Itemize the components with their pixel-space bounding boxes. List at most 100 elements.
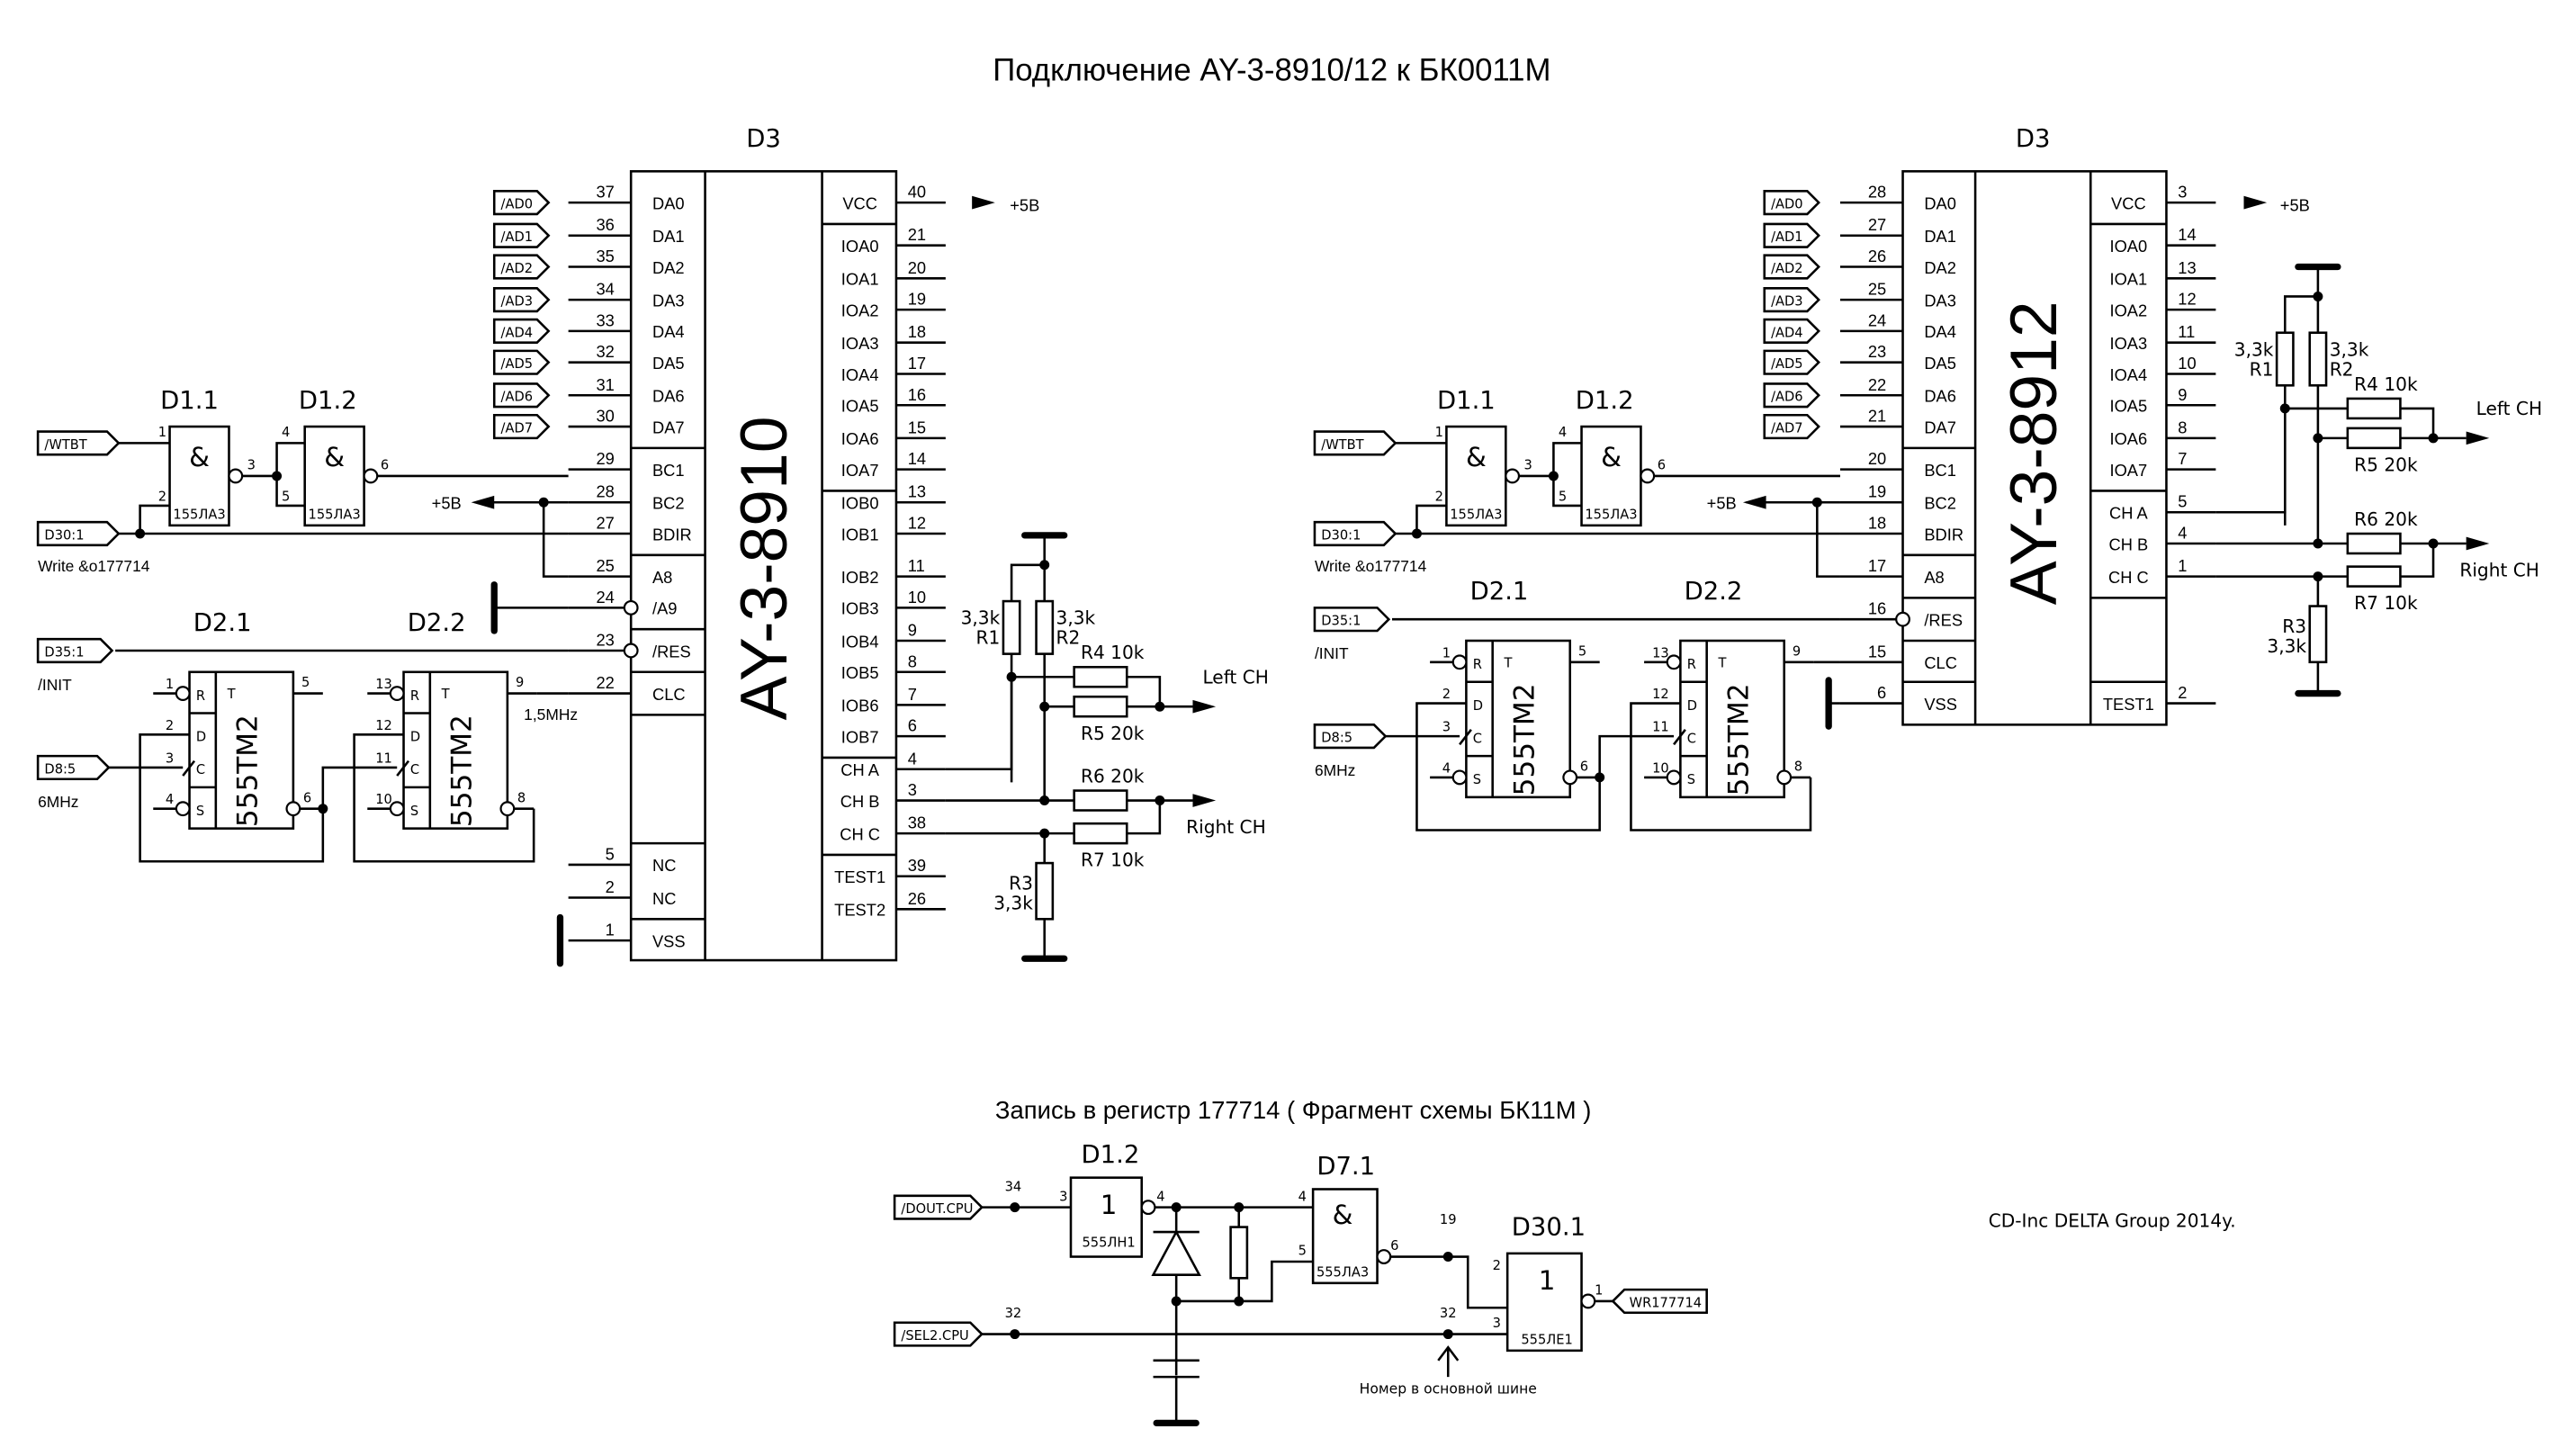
pin-name: VSS xyxy=(1924,695,1957,714)
d35-flag xyxy=(36,637,114,664)
nand-gate-d7-1 xyxy=(1311,1188,1379,1285)
pin-number: 23 xyxy=(1868,342,1886,361)
pin-number: 32 xyxy=(597,342,615,361)
wire xyxy=(1127,675,1162,707)
inverter-type: 555ЛН1 xyxy=(1082,1236,1135,1251)
inversion-bubble xyxy=(499,801,516,817)
flipflop-t-label: T xyxy=(441,687,450,702)
r2-value: 3,3k xyxy=(1056,607,1096,629)
junction-dot xyxy=(1010,1329,1020,1340)
gate-ref-d1-2: D1.2 xyxy=(1576,387,1634,415)
pin-number: 24 xyxy=(1868,310,1886,329)
pin-number: 40 xyxy=(908,183,926,202)
pin-number: 22 xyxy=(1868,375,1886,394)
and-symbol: & xyxy=(189,442,210,472)
resistor-icon xyxy=(2346,532,2402,555)
pin-number: 5 xyxy=(606,844,615,863)
nor-ref: D30.1 xyxy=(1512,1214,1586,1242)
gate-ref-d1-2: D1.2 xyxy=(299,387,357,415)
pin-number: 22 xyxy=(597,673,615,692)
wire xyxy=(1630,702,1812,831)
wr177714-flag xyxy=(1611,1288,1708,1315)
address-flag xyxy=(492,318,551,344)
resistor-icon xyxy=(1229,1226,1249,1280)
wire xyxy=(1010,563,1045,783)
left-channel-label: Left CH xyxy=(2476,398,2542,419)
pin-name: NC xyxy=(652,889,676,908)
address-flag xyxy=(1763,382,1820,409)
pin-number: 4 xyxy=(1559,425,1567,440)
junction-dot xyxy=(1010,1202,1020,1213)
flipflop-t-label: T xyxy=(1717,655,1726,670)
nand-type: 555ЛА3 xyxy=(1316,1264,1369,1280)
pin-number: 7 xyxy=(2178,449,2187,468)
junction-dot xyxy=(1442,1329,1453,1340)
inversion-bubble xyxy=(285,801,301,817)
pin-number: 8 xyxy=(2178,418,2187,436)
flipflop-input-label: R xyxy=(196,688,205,704)
pin-name: DA5 xyxy=(652,354,685,373)
pin-name: IOB1 xyxy=(841,525,879,544)
inversion-bubble xyxy=(1505,468,1521,484)
pin-name: /RES xyxy=(1924,611,1963,630)
pin-number: 3 xyxy=(247,458,256,473)
pin-name: IOB2 xyxy=(841,568,879,587)
pin-name: DA2 xyxy=(652,258,685,277)
wire xyxy=(542,502,569,578)
bc2-power-label: +5B xyxy=(1707,494,1737,513)
r3-value: 3,3k xyxy=(993,892,1033,913)
pin-name: DA2 xyxy=(1924,258,1956,277)
net-flag-label: D35:1 xyxy=(1321,614,1361,629)
pin-name: CLC xyxy=(652,685,686,704)
pin-number: 13 xyxy=(375,677,392,692)
pin-name: IOA5 xyxy=(2109,397,2147,416)
pin-number: 28 xyxy=(1868,183,1886,202)
pin-number: 5 xyxy=(1559,489,1567,504)
inversion-bubble xyxy=(228,468,244,484)
inversion-bubble xyxy=(1666,654,1682,670)
pin-number: 6 xyxy=(1877,683,1886,702)
pin-name: CH B xyxy=(840,792,880,811)
pin-name: DA1 xyxy=(1924,227,1956,246)
d35-flag xyxy=(1313,607,1391,633)
pin-name: CH A xyxy=(2109,504,2149,523)
resistor-icon xyxy=(2308,605,2328,664)
junction-dot xyxy=(2428,433,2439,444)
clock-edge-icon xyxy=(182,759,196,777)
wire xyxy=(1415,702,1601,831)
write-note: Write &o177714 xyxy=(38,557,150,575)
pin-name: DA4 xyxy=(1924,322,1956,341)
page-title: Подключение AY-3-8910/12 к БК0011М xyxy=(993,54,1550,88)
clock-edge-icon xyxy=(1673,729,1686,746)
flipflop-input-label: S xyxy=(1687,772,1695,787)
pin-number: 4 xyxy=(1298,1189,1307,1204)
pin-number: 1 xyxy=(166,677,174,692)
pin-name: IOA4 xyxy=(2109,365,2147,384)
pin-number: 2 xyxy=(1493,1258,1501,1273)
gate-type: 155ЛА3 xyxy=(1585,508,1637,523)
pin-name: TEST1 xyxy=(2103,695,2154,714)
freq-in-note: 6MHz xyxy=(38,793,78,811)
nand-ref: D7.1 xyxy=(1316,1153,1375,1181)
pin-name: CH B xyxy=(2108,535,2148,553)
freq-out-note: 1,5MHz xyxy=(524,706,578,724)
wire xyxy=(321,766,398,809)
pin-name: DA0 xyxy=(1924,193,1956,212)
pin-number: 5 xyxy=(282,489,290,504)
pin-number: 26 xyxy=(908,889,926,908)
pin-number: 39 xyxy=(908,856,926,875)
flipflop-input-label: C xyxy=(410,762,419,777)
flipflop-ref: D2.2 xyxy=(408,609,466,637)
init-note: /INIT xyxy=(1315,644,1349,662)
pin-name: VCC xyxy=(2111,193,2146,212)
pin-number: 31 xyxy=(597,375,615,394)
pin-name: IOA3 xyxy=(841,334,879,353)
and-symbol: & xyxy=(324,442,345,472)
net-flag-label: /AD1 xyxy=(501,229,534,245)
pin-number: 11 xyxy=(2178,322,2195,341)
pin-number: 1 xyxy=(2178,556,2187,575)
pin-number: 34 xyxy=(1005,1179,1022,1194)
flipflop-type: 555TM2 xyxy=(1508,683,1541,795)
flipflop-type: 555TM2 xyxy=(446,715,479,827)
address-flag xyxy=(492,190,551,216)
